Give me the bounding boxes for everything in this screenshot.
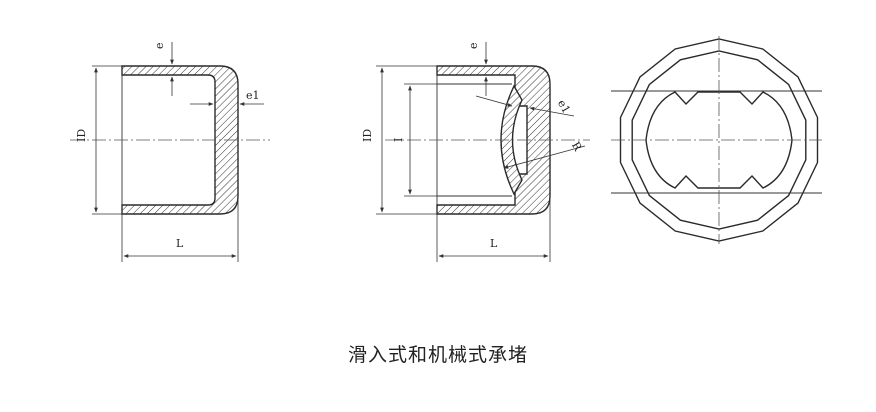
mechanical-id-label: ID <box>361 129 374 142</box>
end-view-inner-polygon <box>631 50 807 230</box>
mechanical-length-label: L <box>490 237 498 250</box>
slip-on-length-label: L <box>176 237 184 250</box>
end-view-lobed-bore <box>645 91 793 189</box>
mechanical-side-thickness-dimension <box>529 106 575 117</box>
mechanical-radius-label: R <box>569 140 585 154</box>
mechanical-inner-label: I <box>392 138 405 142</box>
mechanical-thickness-label: e <box>467 42 480 49</box>
slip-on-cap-view: ID L e e1 <box>70 42 270 262</box>
mechanical-side-thickness-label: e1 <box>555 98 573 116</box>
figure-caption: 滑入式和机械式承堵 <box>347 344 528 366</box>
end-view <box>611 36 822 244</box>
slip-on-thickness-label: e <box>153 42 166 49</box>
slip-on-side-thickness-label: e1 <box>246 89 260 102</box>
mechanical-cap-view: ID I L e e1 R <box>361 42 590 262</box>
mechanical-radius-dimension <box>503 145 586 169</box>
end-view-outer-polygon <box>619 38 819 242</box>
mechanical-cap-section <box>436 65 551 215</box>
slip-on-id-label: ID <box>75 129 88 142</box>
